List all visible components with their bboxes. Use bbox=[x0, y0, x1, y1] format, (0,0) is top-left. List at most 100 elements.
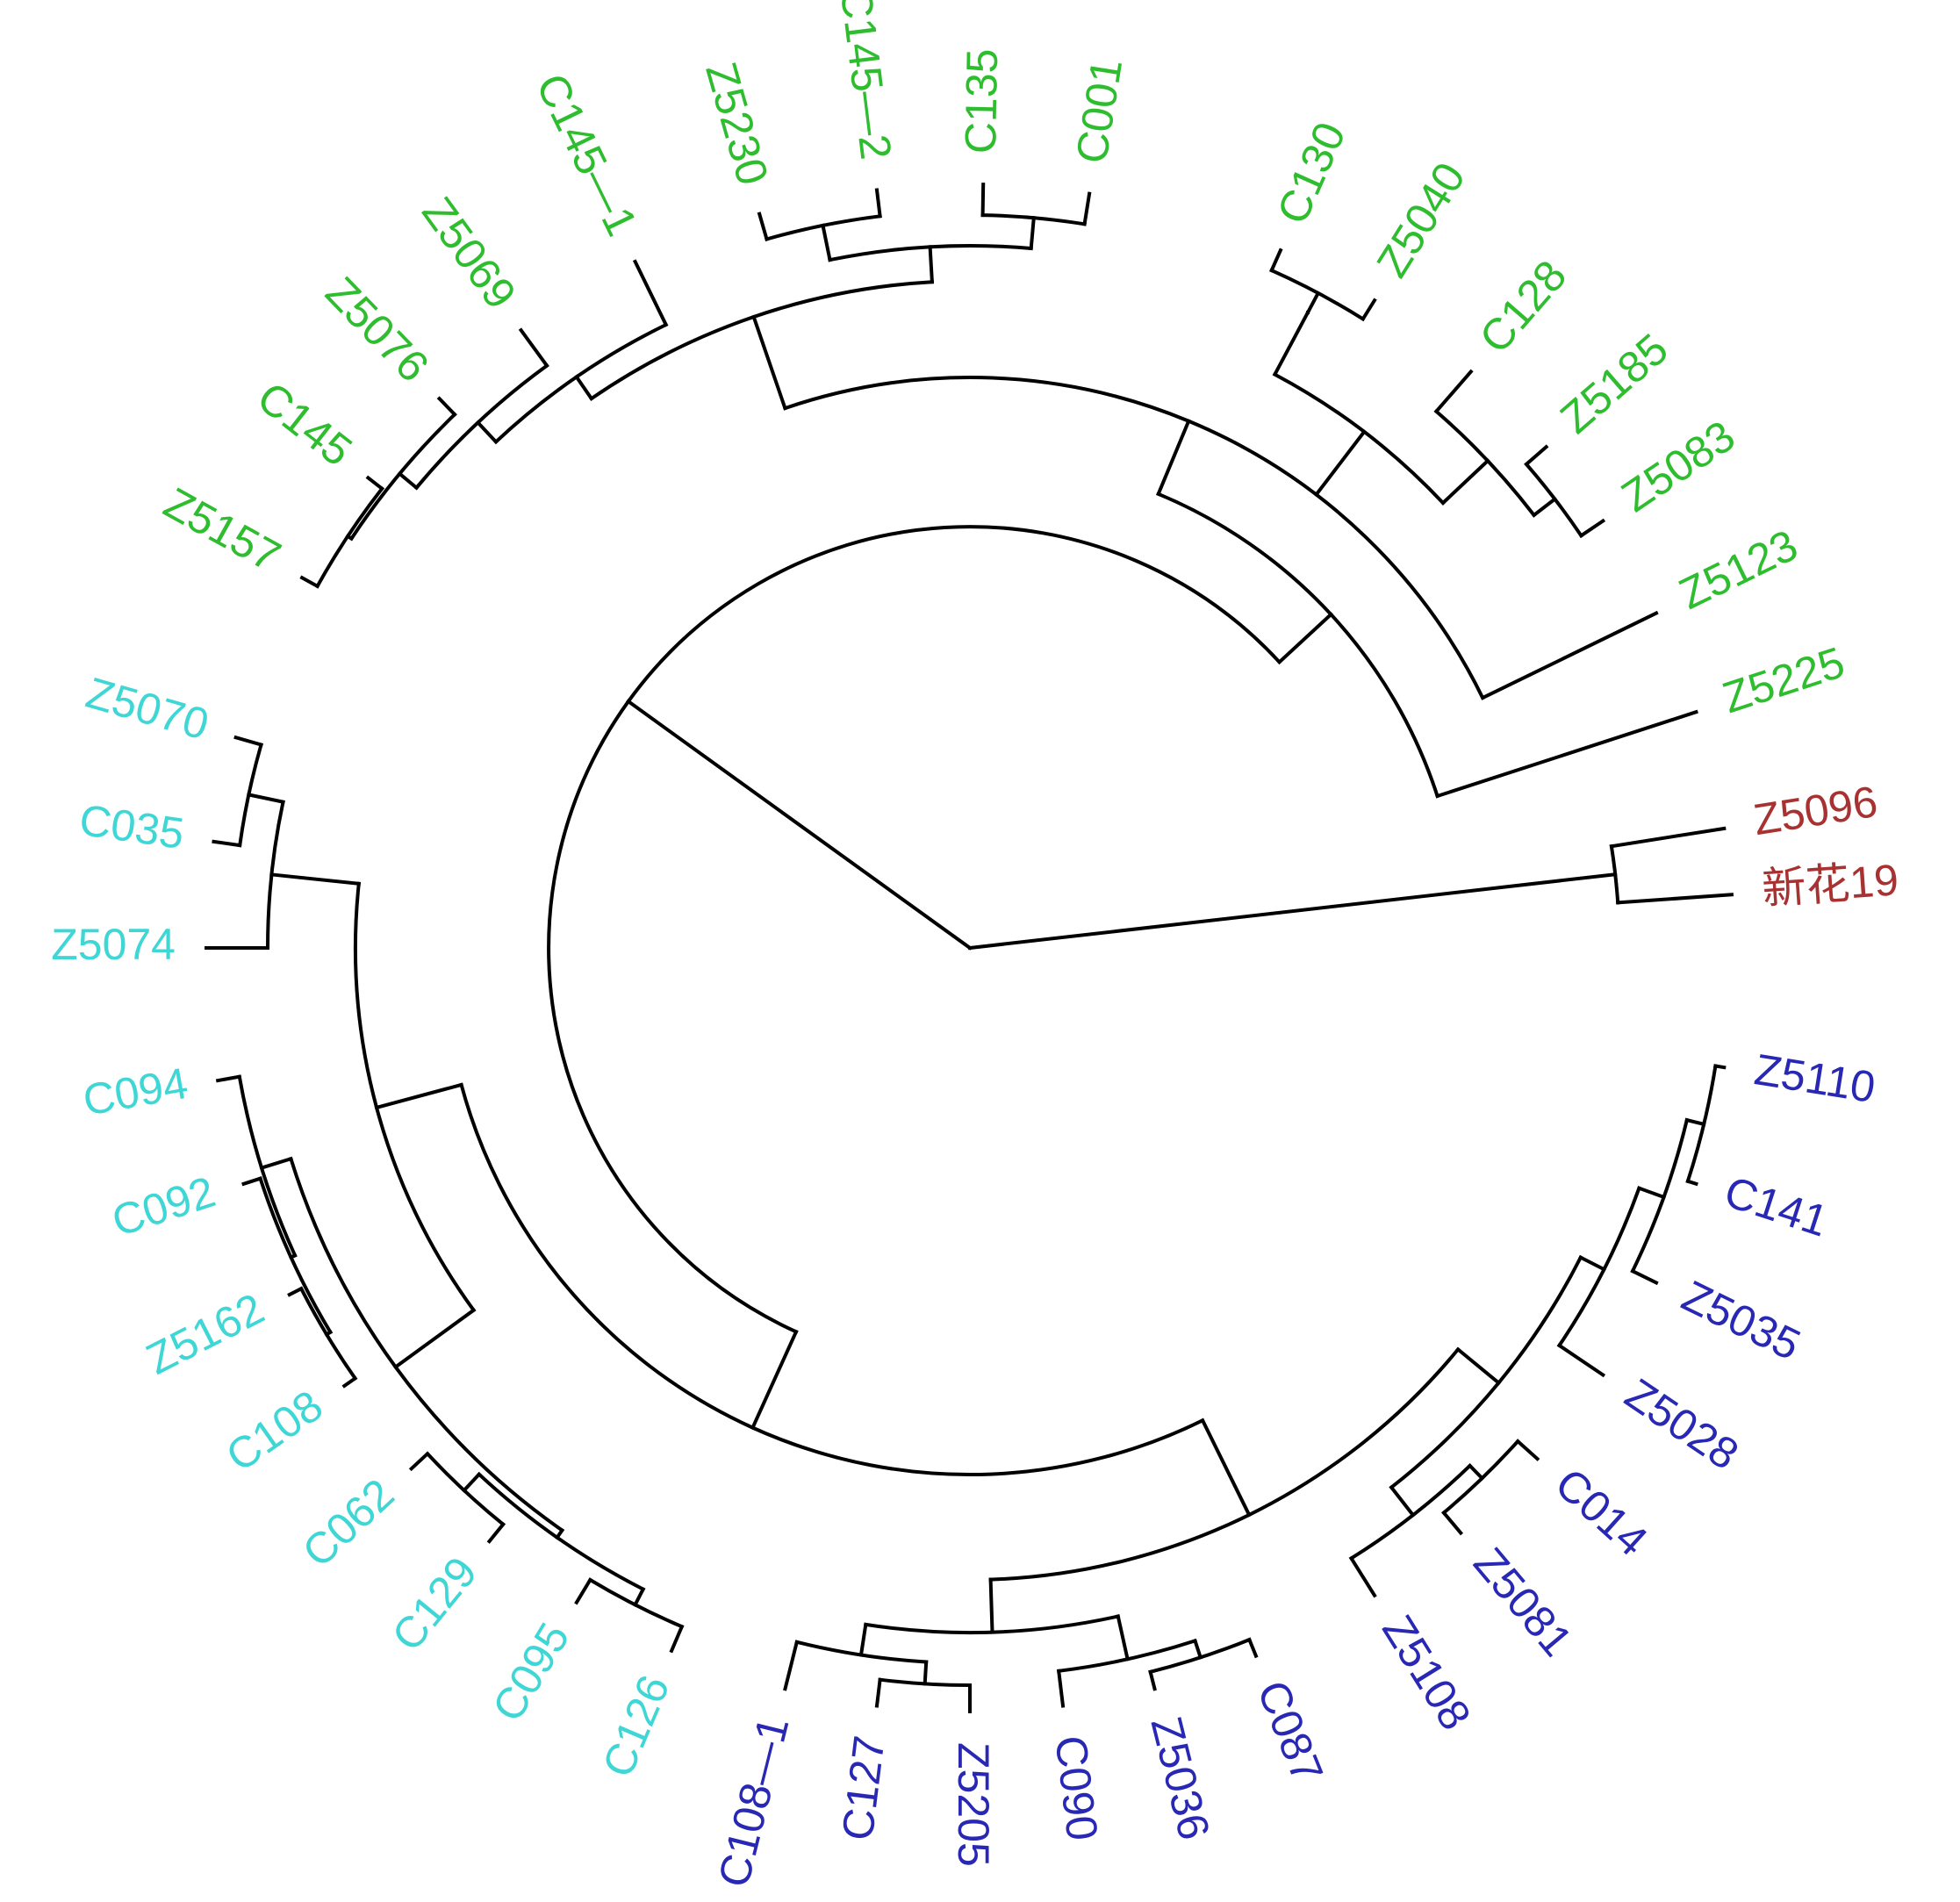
branch-radial-63 bbox=[392, 1307, 477, 1370]
branch-radial-107 bbox=[1348, 1555, 1377, 1598]
branch-radial-58 bbox=[247, 793, 285, 805]
branch-radial-80 bbox=[486, 1521, 506, 1544]
leaf-label-28: C126 bbox=[592, 1669, 678, 1784]
branch-radial-23 bbox=[1305, 291, 1321, 315]
branch-radial-98 bbox=[1056, 1669, 1066, 1708]
branch-radial-77 bbox=[461, 1471, 482, 1493]
branch-arc-59 bbox=[237, 743, 263, 848]
leaf-label-17: Z5157 bbox=[156, 478, 289, 582]
branch-radial-6 bbox=[1276, 612, 1334, 665]
leaf-label-36: Z5081 bbox=[1464, 1539, 1582, 1666]
leaf-label-22: C092 bbox=[106, 1166, 221, 1245]
branch-radial-39 bbox=[574, 374, 594, 401]
branch-arc-104 bbox=[1389, 1254, 1583, 1490]
branch-arc-78 bbox=[425, 1451, 506, 1527]
branch-arc-88 bbox=[864, 1614, 1121, 1634]
leaf-label-32: C090 bbox=[1045, 1733, 1107, 1842]
branch-arc-64 bbox=[288, 1156, 565, 1533]
leaf-label-30: C127 bbox=[833, 1733, 894, 1842]
branch-arc-24 bbox=[1269, 268, 1366, 322]
branch-radial-99 bbox=[1192, 1638, 1203, 1660]
leaf-label-24: C108 bbox=[218, 1381, 332, 1481]
leaf-label-35: Z5108 bbox=[1373, 1607, 1481, 1739]
branch-radial-45 bbox=[397, 470, 420, 491]
branch-radial-67 bbox=[215, 1074, 242, 1083]
branch-radial-44 bbox=[518, 327, 549, 369]
branch-arc-113 bbox=[1556, 1186, 1641, 1348]
branch-radial-114 bbox=[1556, 1343, 1606, 1378]
leaf-label-4: Z5083 bbox=[1613, 411, 1744, 521]
branch-radial-61 bbox=[212, 839, 242, 848]
branch-arc-32 bbox=[980, 213, 1087, 226]
branch-arc-97 bbox=[1056, 1638, 1198, 1674]
branch-radial-4 bbox=[626, 699, 973, 951]
branch-radial-73 bbox=[287, 1286, 304, 1297]
branch-radial-121 bbox=[1713, 1064, 1727, 1070]
branch-radial-51 bbox=[299, 575, 320, 589]
branch-radial-56 bbox=[269, 872, 361, 886]
leaf-label-27: C095 bbox=[483, 1614, 579, 1729]
branch-radial-38 bbox=[757, 212, 769, 241]
branch-arc-100 bbox=[1148, 1637, 1253, 1675]
leaf-label-26: C129 bbox=[383, 1547, 487, 1660]
branch-radial-65 bbox=[259, 1156, 293, 1171]
branch-arc-116 bbox=[1630, 1117, 1690, 1274]
branch-radial-19 bbox=[1524, 444, 1549, 467]
leaf-label-41: Z5110 bbox=[1751, 1044, 1878, 1112]
branch-arc-119 bbox=[1685, 1064, 1718, 1184]
leaf-label-25: C062 bbox=[293, 1469, 404, 1576]
branch-radial-118 bbox=[1684, 1117, 1706, 1127]
branch-arc-57 bbox=[265, 800, 285, 951]
leaf-label-6: C128 bbox=[1470, 251, 1576, 362]
branch-radial-89 bbox=[858, 1622, 868, 1657]
branch-arc-17 bbox=[1524, 462, 1584, 539]
leaf-label-29: C108—1 bbox=[709, 1712, 799, 1891]
branch-arc-15 bbox=[1433, 408, 1537, 518]
leaf-label-8: C130 bbox=[1267, 115, 1355, 231]
leaf-label-23: Z5162 bbox=[139, 1284, 272, 1384]
leaf-label-39: Z5035 bbox=[1675, 1271, 1808, 1369]
branch-arc-49 bbox=[314, 485, 385, 589]
leaf-label-5: Z5185 bbox=[1551, 324, 1677, 442]
branch-radial-103 bbox=[1455, 1346, 1502, 1386]
leaf-label-38: Z5028 bbox=[1617, 1369, 1748, 1480]
branch-radial-31 bbox=[1029, 216, 1036, 251]
branch-arc-7 bbox=[1156, 492, 1440, 799]
branch-arc-46 bbox=[348, 412, 457, 542]
branch-radial-115 bbox=[1636, 1186, 1667, 1200]
leaf-label-21: C094 bbox=[79, 1059, 190, 1125]
branch-radial-3 bbox=[1616, 893, 1734, 905]
leaf-label-0: Z5096 bbox=[1750, 777, 1881, 844]
leaf-label-14: Z5069 bbox=[413, 188, 526, 318]
branch-radial-50 bbox=[365, 475, 385, 492]
branch-radial-52 bbox=[750, 1329, 799, 1431]
branch-radial-70 bbox=[241, 1176, 263, 1187]
branch-arc-72 bbox=[298, 1286, 358, 1382]
branch-radial-0 bbox=[967, 872, 1618, 951]
branch-radial-60 bbox=[233, 735, 263, 747]
branch-radial-18 bbox=[1578, 518, 1606, 539]
leaf-label-37: C014 bbox=[1546, 1459, 1656, 1566]
leaf-label-2: Z5225 bbox=[1717, 637, 1850, 722]
branch-arc-10 bbox=[782, 376, 1485, 700]
branch-arc-40 bbox=[493, 322, 669, 445]
branch-arc-106 bbox=[1348, 1463, 1473, 1561]
branch-arc-36 bbox=[765, 214, 882, 241]
leaf-label-11: C145—2 bbox=[831, 0, 901, 162]
leaf-label-34: C087 bbox=[1248, 1674, 1333, 1790]
branch-radial-2 bbox=[1609, 826, 1727, 849]
branch-radial-96 bbox=[1116, 1614, 1130, 1662]
branch-radial-87 bbox=[988, 1577, 994, 1634]
branch-radial-16 bbox=[1531, 496, 1558, 518]
branch-arc-109 bbox=[1441, 1439, 1521, 1516]
branch-arc-5 bbox=[547, 525, 1282, 1334]
branch-arc-93 bbox=[878, 1677, 973, 1688]
leaf-label-9: C001 bbox=[1066, 55, 1131, 167]
branch-radial-27 bbox=[751, 314, 787, 411]
branch-radial-74 bbox=[341, 1375, 358, 1389]
branch-arc-28 bbox=[589, 280, 935, 401]
branch-radial-112 bbox=[1578, 1254, 1607, 1272]
leaf-label-13: C145—1 bbox=[527, 66, 647, 243]
branch-radial-54 bbox=[374, 1082, 464, 1110]
